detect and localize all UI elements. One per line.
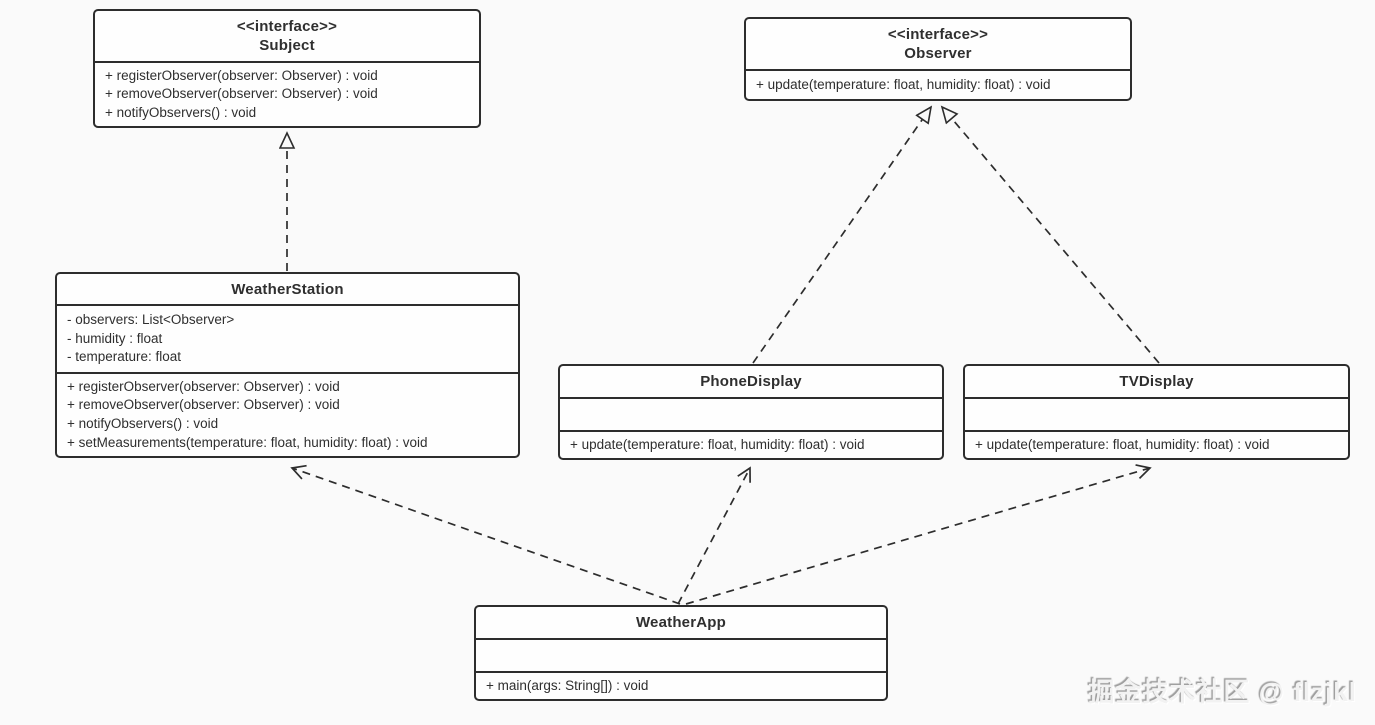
methods-compartment-tvdisplay: + update(temperature: float, humidity: f…: [965, 430, 1348, 458]
method-line: + update(temperature: float, humidity: f…: [756, 76, 1051, 92]
class-name: WeatherApp: [635, 614, 727, 631]
method-line: + registerObserver(observer: Observer) :…: [67, 378, 340, 394]
attribute-line: - temperature: float: [67, 349, 182, 365]
attributes-compartment-weatherstation: - observers: List<Observer> - humidity :…: [57, 304, 518, 372]
methods-compartment-weatherapp: + main(args: String[]) : void: [476, 671, 886, 699]
methods-compartment-weatherstation: + registerObserver(observer: Observer) :…: [57, 372, 518, 456]
realization-tvdisplay-to-observer: [942, 107, 1160, 364]
methods-compartment-subject: + registerObserver(observer: Observer) :…: [95, 61, 479, 126]
class-title-phonedisplay: PhoneDisplay: [560, 366, 942, 397]
method-line: + main(args: String[]) : void: [486, 677, 649, 693]
method-line: + notifyObservers() : void: [105, 104, 257, 120]
dependency-weatherapp-to-weatherstation: [290, 464, 681, 605]
attributes-compartment-tvdisplay: [965, 397, 1348, 430]
method-line: + notifyObservers() : void: [67, 416, 219, 431]
stereotype-label: <<interface>>: [236, 18, 338, 35]
class-box-weatherstation: WeatherStation - observers: List<Observe…: [55, 272, 520, 458]
class-title-subject: <<interface>> Subject: [95, 11, 479, 61]
attribute-line: - humidity : float: [67, 330, 163, 346]
class-box-subject: <<interface>> Subject + registerObserver…: [93, 9, 481, 128]
methods-compartment-observer: + update(temperature: float, humidity: f…: [746, 69, 1130, 99]
class-box-tvdisplay: TVDisplay + update(temperature: float, h…: [963, 364, 1350, 460]
attribute-line: - observers: List<Observer>: [67, 312, 235, 328]
class-title-weatherstation: WeatherStation: [57, 274, 518, 304]
method-line: + update(temperature: float, humidity: f…: [570, 436, 865, 452]
class-box-observer: <<interface>> Observer + update(temperat…: [744, 17, 1132, 101]
attributes-compartment-phonedisplay: [560, 397, 942, 430]
method-line: + removeObserver(observer: Observer) : v…: [67, 397, 340, 413]
method-line: + setMeasurements(temperature: float, hu…: [67, 434, 428, 450]
class-name: PhoneDisplay: [700, 373, 802, 390]
class-name: WeatherStation: [231, 280, 344, 298]
class-title-observer: <<interface>> Observer: [746, 19, 1130, 69]
dependency-weatherapp-to-tvdisplay: [685, 464, 1152, 605]
method-line: + registerObserver(observer: Observer) :…: [105, 67, 378, 83]
class-name: Subject: [259, 37, 315, 54]
class-name: TVDisplay: [1119, 373, 1194, 390]
class-box-weatherapp: WeatherApp + main(args: String[]) : void: [474, 605, 888, 701]
class-box-phonedisplay: PhoneDisplay + update(temperature: float…: [558, 364, 944, 460]
attributes-compartment-weatherapp: [476, 638, 886, 671]
class-name: Observer: [904, 45, 972, 62]
watermark-text: 掘金技术社区 @ flzjkl: [1088, 677, 1357, 707]
class-title-tvdisplay: TVDisplay: [965, 366, 1348, 397]
realization-phonedisplay-to-observer: [752, 107, 931, 364]
stereotype-label: <<interface>>: [887, 26, 989, 43]
method-line: + removeObserver(observer: Observer) : v…: [105, 86, 378, 102]
method-line: + update(temperature: float, humidity: f…: [975, 436, 1270, 452]
dependency-weatherapp-to-phonedisplay: [677, 466, 751, 605]
methods-compartment-phonedisplay: + update(temperature: float, humidity: f…: [560, 430, 942, 458]
class-title-weatherapp: WeatherApp: [476, 607, 886, 638]
